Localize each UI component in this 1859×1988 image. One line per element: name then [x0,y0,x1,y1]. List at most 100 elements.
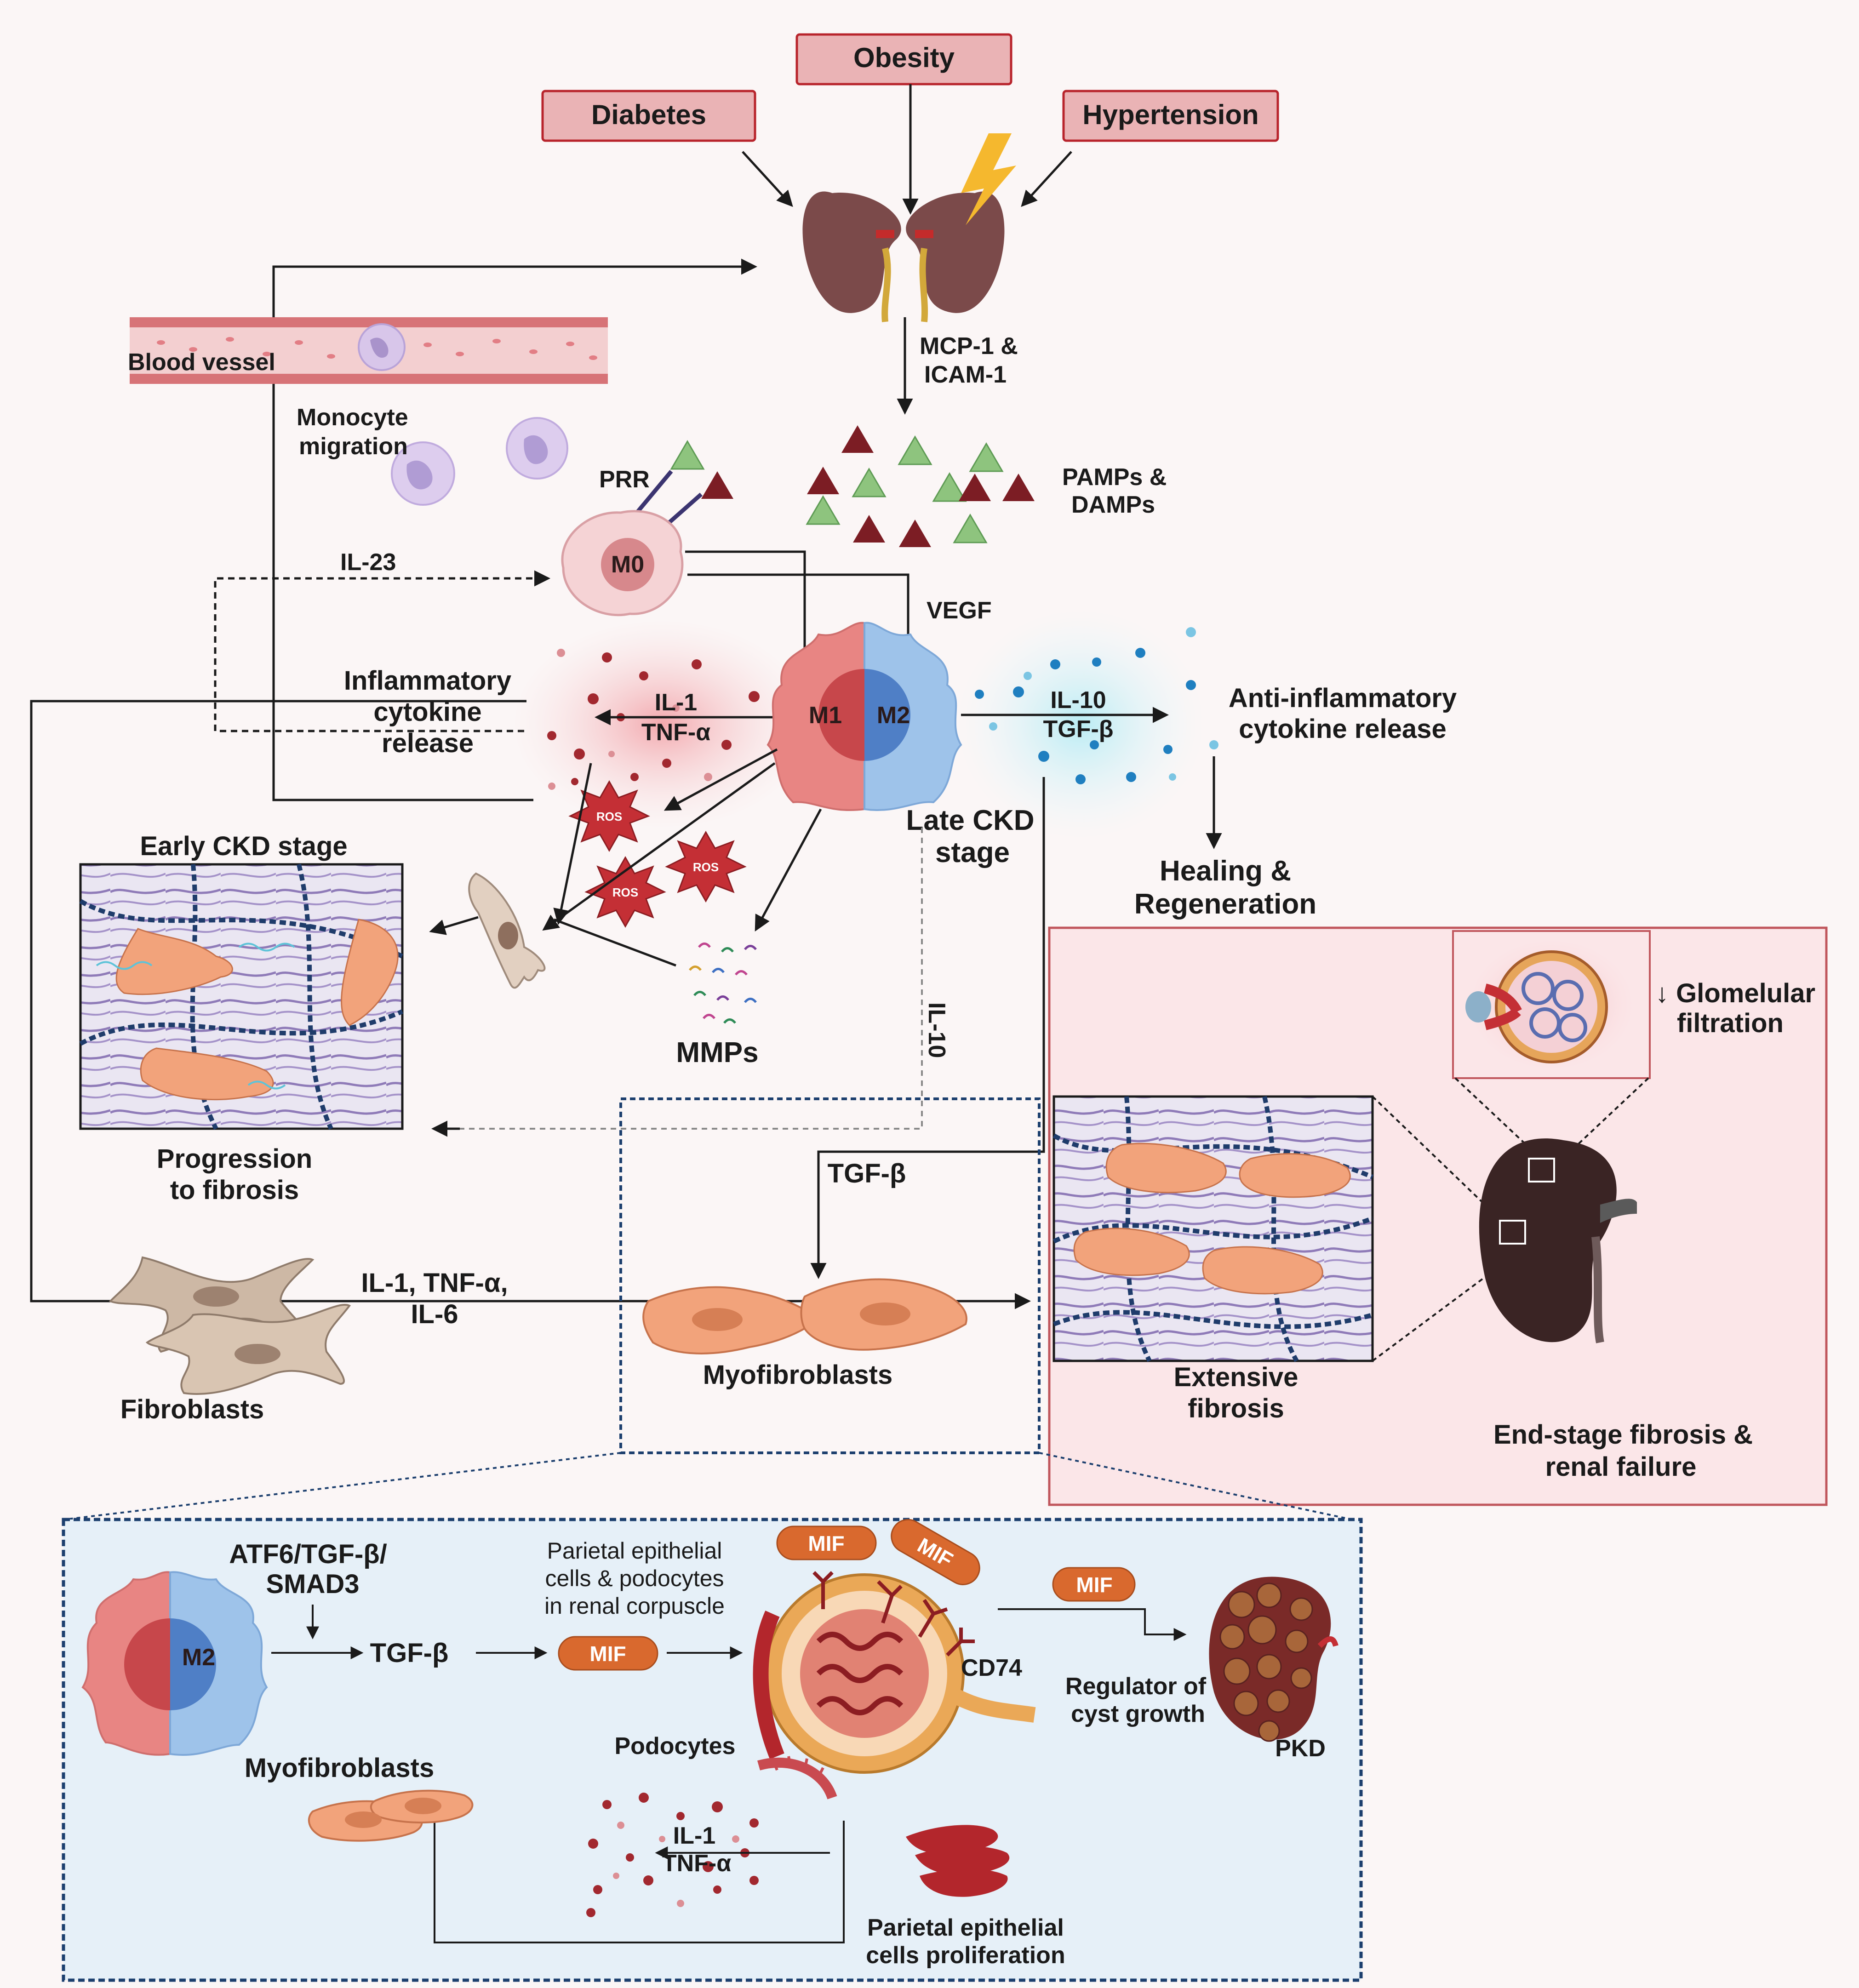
mif-pill: MIF [776,1525,877,1560]
myofibroblasts-bottom-label: Myofibroblasts [245,1753,435,1783]
anti-cytokine-dots [975,648,1196,784]
svg-text:MIF: MIF [1076,1573,1112,1597]
regulator-cyst-label: Regulator of [1065,1673,1207,1700]
svg-text:M2: M2 [877,702,910,729]
monocyte-migration-label: Monocyte [297,404,408,431]
cytokines-label: IL-1, TNF-α, [361,1268,508,1298]
progression-label: to fibrosis [170,1175,299,1205]
anti-inflammatory-label: Anti-inflammatory [1229,683,1457,713]
svg-text:M2: M2 [182,1644,215,1671]
prr-label: PRR [599,466,650,493]
svg-text:MIF: MIF [808,1531,844,1555]
myofibroblasts-icon [642,1278,967,1354]
monocyte-migration-label: migration [299,433,408,460]
extensive-fibrosis-panel [1052,1095,1374,1362]
risk-factor-diabetes: Diabetes [541,90,756,142]
atf6-label: ATF6/TGF-β/ [229,1539,387,1569]
svg-text:ROS: ROS [612,885,638,899]
tnfa-bottom-label: TNF-α [662,1850,731,1877]
extensive-fibrosis-label: Extensive [1174,1362,1298,1392]
tgfb-bottom-label: TGF-β [370,1638,449,1668]
svg-text:Obesity: Obesity [853,42,955,73]
parietal-cells-icon [906,1825,1010,1897]
renal-corpuscle-icon [753,1573,1036,1774]
end-stage-label: renal failure [1545,1452,1697,1482]
pkd-label: PKD [1275,1735,1326,1762]
early-fibrosis-panel [79,863,404,1130]
inflammatory-release-label: release [382,728,474,758]
svg-text:M1: M1 [809,702,842,729]
blood-vessel-label: Blood vessel [128,349,275,376]
regeneration-label: Regeneration [1134,888,1316,920]
m2-macrophage-bottom: M2 [81,1571,268,1756]
risk-factor-obesity: Obesity [795,33,1012,86]
il1-bottom-label: IL-1 [673,1822,715,1849]
svg-text:MIF: MIF [589,1642,626,1666]
ros-icon: ROS [584,856,666,928]
proliferation-label: cells proliferation [866,1942,1065,1969]
bottom-cytokine-dots [586,1793,759,1917]
late-ckd-label: stage [935,837,1010,868]
myofibroblasts-label: Myofibroblasts [703,1360,893,1390]
mmps-label: MMPs [676,1037,758,1068]
svg-text:ROS: ROS [596,810,622,823]
parietal-cells-label: cells & podocytes [545,1565,724,1591]
svg-text:M0: M0 [611,551,644,578]
mcp1-label: MCP-1 & [920,333,1018,360]
il10-vertical-label: IL-10 [923,1002,950,1058]
svg-text:Hypertension: Hypertension [1082,99,1258,130]
damps-label: DAMPs [1071,491,1155,518]
extensive-fibrosis-label: fibrosis [1188,1394,1284,1423]
pkd-kidney-icon [1209,1577,1338,1742]
proliferation-label: Parietal epithelial [867,1914,1064,1941]
m1-m2-macrophage: M1 M2 [766,622,962,811]
glomerulus-inset [1452,930,1651,1079]
diseased-kidney-icon [1479,1138,1637,1343]
ros-icon: ROS [568,780,650,852]
risk-factor-hypertension: Hypertension [1062,90,1279,142]
podocyte-icon [757,1756,837,1799]
il23-label: IL-23 [340,549,396,576]
monocyte-icon [391,441,455,506]
tgfb-mid-label: TGF-β [828,1159,906,1188]
myofibroblasts-bottom-icon [308,1789,474,1842]
vegf-label: VEGF [927,597,992,624]
cd74-label: CD74 [961,1655,1022,1681]
m0-macrophage: M0 [561,510,684,617]
anti-inflammatory-label: cytokine release [1239,714,1446,744]
glomerular-filtration-label: filtration [1677,1008,1784,1038]
cd74-receptor-icon [812,1571,975,1657]
fibroblasts-icon [109,1256,351,1395]
cytokines-label: IL-6 [411,1299,458,1329]
il10-label: IL-10 [1050,687,1106,714]
il1-label: IL-1 [655,689,697,716]
parietal-cells-label: Parietal epithelial [547,1538,722,1564]
lightning-icon [961,133,1016,225]
monocyte-icon [506,417,568,480]
bottom-detail-panel [62,1518,1363,1982]
blood-vessel [130,317,608,384]
glomerular-filtration-label: ↓ Glomelular [1655,978,1815,1008]
regulator-cyst-label: cyst growth [1071,1701,1205,1727]
early-ckd-label: Early CKD stage [140,831,347,861]
tnfa-label: TNF-α [641,719,710,746]
parietal-cells-label: in renal corpuscle [544,1593,725,1619]
inflammatory-release-label: Inflammatory [344,666,511,696]
mmps-icon [689,943,757,1024]
smad3-label: SMAD3 [266,1569,359,1599]
icam1-label: ICAM-1 [924,361,1007,388]
pamps-label: PAMPs & [1062,464,1167,491]
svg-text:Diabetes: Diabetes [591,99,706,130]
healing-label: Healing & [1160,855,1291,887]
end-stage-label: End-stage fibrosis & [1493,1420,1753,1450]
tgfb-label: TGF-β [1043,716,1113,743]
podocytes-label: Podocytes [615,1733,736,1759]
mif-pill: MIF [1052,1567,1136,1602]
ros-icon: ROS [665,830,747,903]
late-ckd-label: Late CKD [906,805,1034,836]
svg-text:ROS: ROS [693,860,719,874]
fibroblasts-label: Fibroblasts [120,1394,264,1424]
fibroblast-icon [468,872,546,989]
mif-pill: MIF [558,1636,658,1671]
